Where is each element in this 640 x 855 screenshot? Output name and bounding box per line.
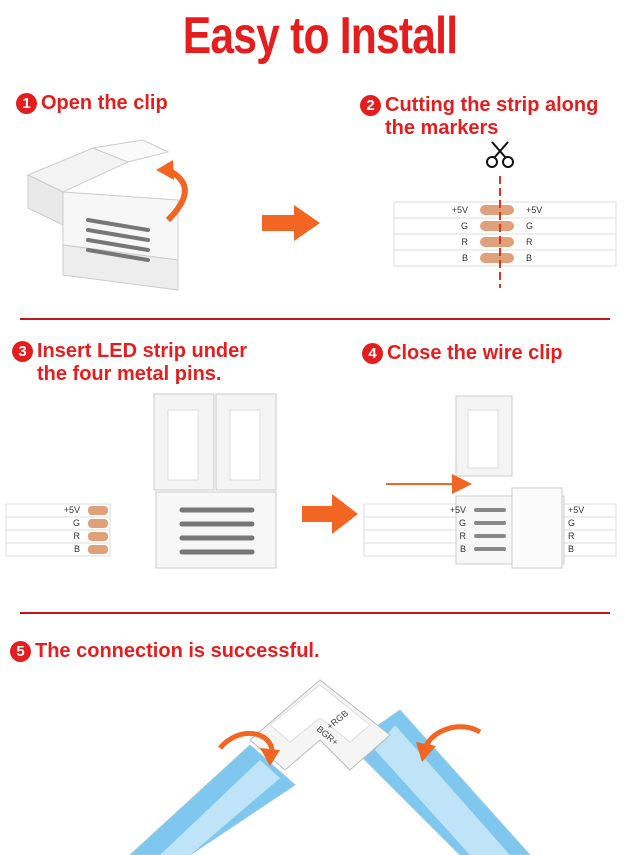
strip-label-r-left: R — [462, 237, 469, 247]
arrow-right-icon — [302, 494, 358, 534]
step4-label-5v-right: +5V — [568, 505, 584, 515]
strip-label-b-left: B — [462, 253, 468, 263]
step-3-text-line-2: the four metal pins. — [37, 363, 222, 385]
step4-label-g-right: G — [568, 518, 575, 528]
strip-label-g-left: G — [461, 221, 468, 231]
insert-strip-illustration: +5V G R B — [5, 393, 277, 569]
arrow-right-icon — [262, 205, 320, 241]
step-1-text: Open the clip — [41, 92, 168, 114]
step-number-3: 3 — [12, 341, 33, 362]
step4-label-b-right: B — [568, 544, 574, 554]
section-divider — [20, 318, 610, 320]
step-3-text-line-1: Insert LED strip under — [37, 340, 248, 362]
strip-label-5v-left: +5V — [452, 205, 468, 215]
step-2-text-line-1: Cutting the strip along — [385, 94, 599, 116]
step-4-text: Close the wire clip — [387, 342, 563, 364]
step-number-2: 2 — [360, 95, 381, 116]
step-number-1: 1 — [16, 93, 37, 114]
step4-label-r-left: R — [460, 531, 467, 541]
step3-label-5v: +5V — [64, 505, 80, 515]
strip-label-g-right: G — [526, 221, 533, 231]
step3-label-b: B — [74, 544, 80, 554]
step-number-5: 5 — [10, 641, 31, 662]
step3-label-g: G — [73, 518, 80, 528]
open-clip-illustration — [26, 139, 188, 291]
strip-label-5v-right: +5V — [526, 205, 542, 215]
strip-label-b-right: B — [526, 253, 532, 263]
page-title: Easy to Install — [182, 7, 458, 65]
step-1-heading: 1 Open the clip — [16, 92, 168, 115]
scissors-icon — [486, 141, 514, 168]
close-clip-illustration: +5V G R B +5V G R B — [363, 395, 617, 569]
step-2-heading: 2 Cutting the strip along the markers — [360, 94, 598, 140]
cut-strip-illustration: +5V G R B +5V G R B — [393, 141, 617, 288]
step-5-heading: 5 The connection is successful. — [10, 640, 320, 663]
step-3-heading: 3 Insert LED strip under the four metal … — [12, 340, 247, 386]
step4-label-r-right: R — [568, 531, 575, 541]
step-5-text: The connection is successful. — [35, 640, 320, 662]
l-connector-illustration: BGR+ +RGB — [129, 679, 531, 855]
step4-label-g-left: G — [459, 518, 466, 528]
step4-label-b-left: B — [460, 544, 466, 554]
step-2-text-line-2: the markers — [385, 117, 499, 139]
step3-label-r: R — [74, 531, 81, 541]
step-4-heading: 4 Close the wire clip — [362, 342, 563, 365]
strip-label-r-right: R — [526, 237, 533, 247]
step4-label-5v-left: +5V — [450, 505, 466, 515]
section-divider — [20, 612, 610, 614]
step-number-4: 4 — [362, 343, 383, 364]
